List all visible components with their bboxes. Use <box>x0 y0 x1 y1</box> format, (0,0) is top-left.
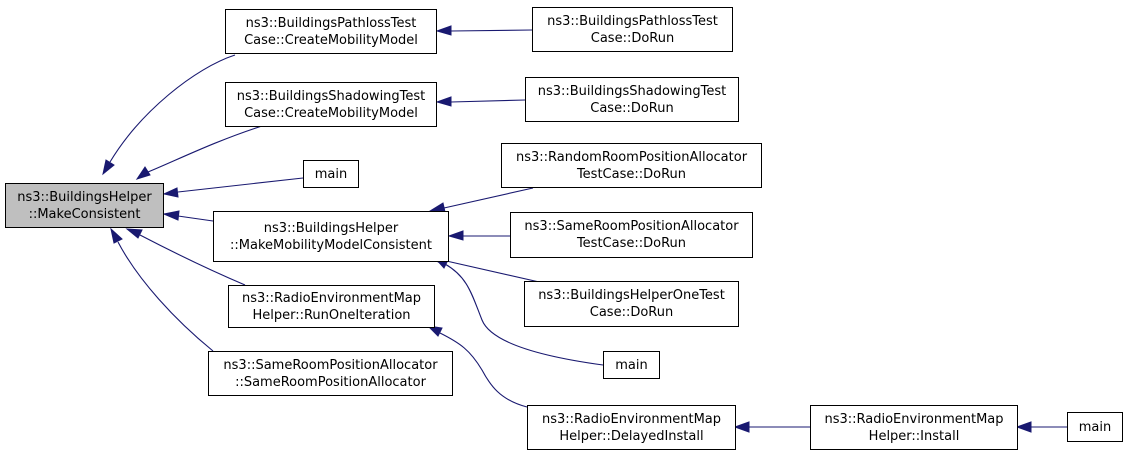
node-line: ns3::RadioEnvironmentMap <box>541 411 722 427</box>
node-line: Case::CreateMobilityModel <box>244 32 418 48</box>
edge-random-room-to-mobility <box>443 187 534 209</box>
node-line: Helper::DelayedInstall <box>559 428 704 444</box>
node-line: ns3::BuildingsHelperOneTest <box>538 288 725 303</box>
node-line: ns3::RandomRoomPositionAllocator <box>515 149 748 165</box>
node-line: ns3::BuildingsPathlossTest <box>547 13 718 29</box>
node-helper-one-test-dorun[interactable]: ns3::BuildingsHelperOneTest Case::DoRun <box>524 281 739 327</box>
edge-same-room-ctor-to-make-consistent <box>117 241 214 352</box>
arrowhead-icon <box>426 325 443 337</box>
edge-delayed-install-to-rem-iteration <box>439 332 528 408</box>
edge-main1-to-make-consistent <box>177 177 304 193</box>
node-line: ns3::SameRoomPositionAllocator <box>524 219 739 234</box>
node-line: ns3::BuildingsHelper <box>17 189 152 205</box>
node-line: Case::DoRun <box>590 30 675 46</box>
node-same-room-test-dorun[interactable]: ns3::SameRoomPositionAllocator TestCase:… <box>510 212 753 258</box>
node-main-2[interactable]: main <box>603 351 660 379</box>
node-pathloss-dorun[interactable]: ns3::BuildingsPathlossTest Case::DoRun <box>532 7 733 52</box>
edge-rem-iteration-to-make-consistent <box>139 234 246 286</box>
edge-helper-one-test-to-mobility <box>441 259 549 285</box>
arrowhead-icon <box>435 25 452 36</box>
node-make-mobility-model-consistent[interactable]: ns3::BuildingsHelper ::MakeMobilityModel… <box>213 211 449 262</box>
arrowhead-icon <box>125 228 143 239</box>
node-line: main <box>615 357 648 373</box>
node-line: ns3::RadioEnvironmentMap <box>824 411 1004 427</box>
node-pathloss-create-mobility-model[interactable]: ns3::BuildingsPathlossTest Case::CreateM… <box>225 9 437 54</box>
node-random-room-dorun[interactable]: ns3::RandomRoomPositionAllocator TestCas… <box>501 143 762 188</box>
node-same-room-position-allocator-ctor[interactable]: ns3::SameRoomPositionAllocator ::SameRoo… <box>208 351 453 396</box>
arrowhead-icon <box>435 96 452 107</box>
edge-pathloss-dorun-to-create <box>450 29 533 32</box>
arrowhead-icon <box>110 227 123 244</box>
arrowhead-icon <box>733 421 750 433</box>
node-make-consistent: ns3::BuildingsHelper ::MakeConsistent <box>5 183 164 228</box>
node-rem-delayed-install[interactable]: ns3::RadioEnvironmentMap Helper::Delayed… <box>527 405 736 450</box>
arrowhead-icon <box>1015 421 1032 433</box>
node-line: Case::DoRun <box>589 305 674 320</box>
node-line: TestCase::DoRun <box>576 166 687 182</box>
node-rem-run-one-iteration[interactable]: ns3::RadioEnvironmentMap Helper::RunOneI… <box>228 285 435 328</box>
node-line: ::MakeConsistent <box>28 206 141 222</box>
node-line: ns3::BuildingsShadowingTest <box>537 83 727 99</box>
node-line: TestCase::DoRun <box>576 236 687 251</box>
edge-pathloss-create-to-make-consistent <box>109 54 236 163</box>
node-main-3[interactable]: main <box>1067 412 1123 442</box>
edge-main2-to-mobility <box>444 263 604 366</box>
node-line: ::SameRoomPositionAllocator <box>235 374 426 390</box>
node-line: ns3::RadioEnvironmentMap <box>241 290 422 306</box>
edge-mobility-consistent-to-make-consistent <box>177 215 214 222</box>
node-line: ns3::BuildingsShadowingTest <box>236 88 426 104</box>
node-shadowing-create-mobility-model[interactable]: ns3::BuildingsShadowingTest Case::Create… <box>225 82 437 127</box>
node-line: ::MakeMobilityModelConsistent <box>230 237 432 253</box>
arrowhead-icon <box>162 210 180 221</box>
node-line: Case::DoRun <box>590 100 674 116</box>
arrowhead-icon <box>162 187 179 198</box>
node-line: Case::CreateMobilityModel <box>244 105 418 121</box>
edge-shadowing-dorun-to-create <box>450 99 526 103</box>
node-shadowing-dorun[interactable]: ns3::BuildingsShadowingTest Case::DoRun <box>525 77 739 122</box>
node-main-1[interactable]: main <box>303 160 359 188</box>
arrowhead-icon <box>135 166 151 180</box>
arrowhead-icon <box>102 159 115 176</box>
edge-shadowing-create-to-make-consistent <box>147 125 263 173</box>
node-line: ns3::SameRoomPositionAllocator <box>223 357 438 373</box>
node-line: main <box>314 166 348 182</box>
node-line: main <box>1078 419 1112 435</box>
node-line: ns3::BuildingsHelper <box>263 220 399 236</box>
node-line: Helper::RunOneIteration <box>252 307 411 323</box>
node-rem-install[interactable]: ns3::RadioEnvironmentMap Helper::Install <box>810 405 1018 450</box>
node-line: Helper::Install <box>868 428 960 444</box>
arrowhead-icon <box>447 230 464 241</box>
node-line: ns3::BuildingsPathlossTest <box>245 15 417 31</box>
